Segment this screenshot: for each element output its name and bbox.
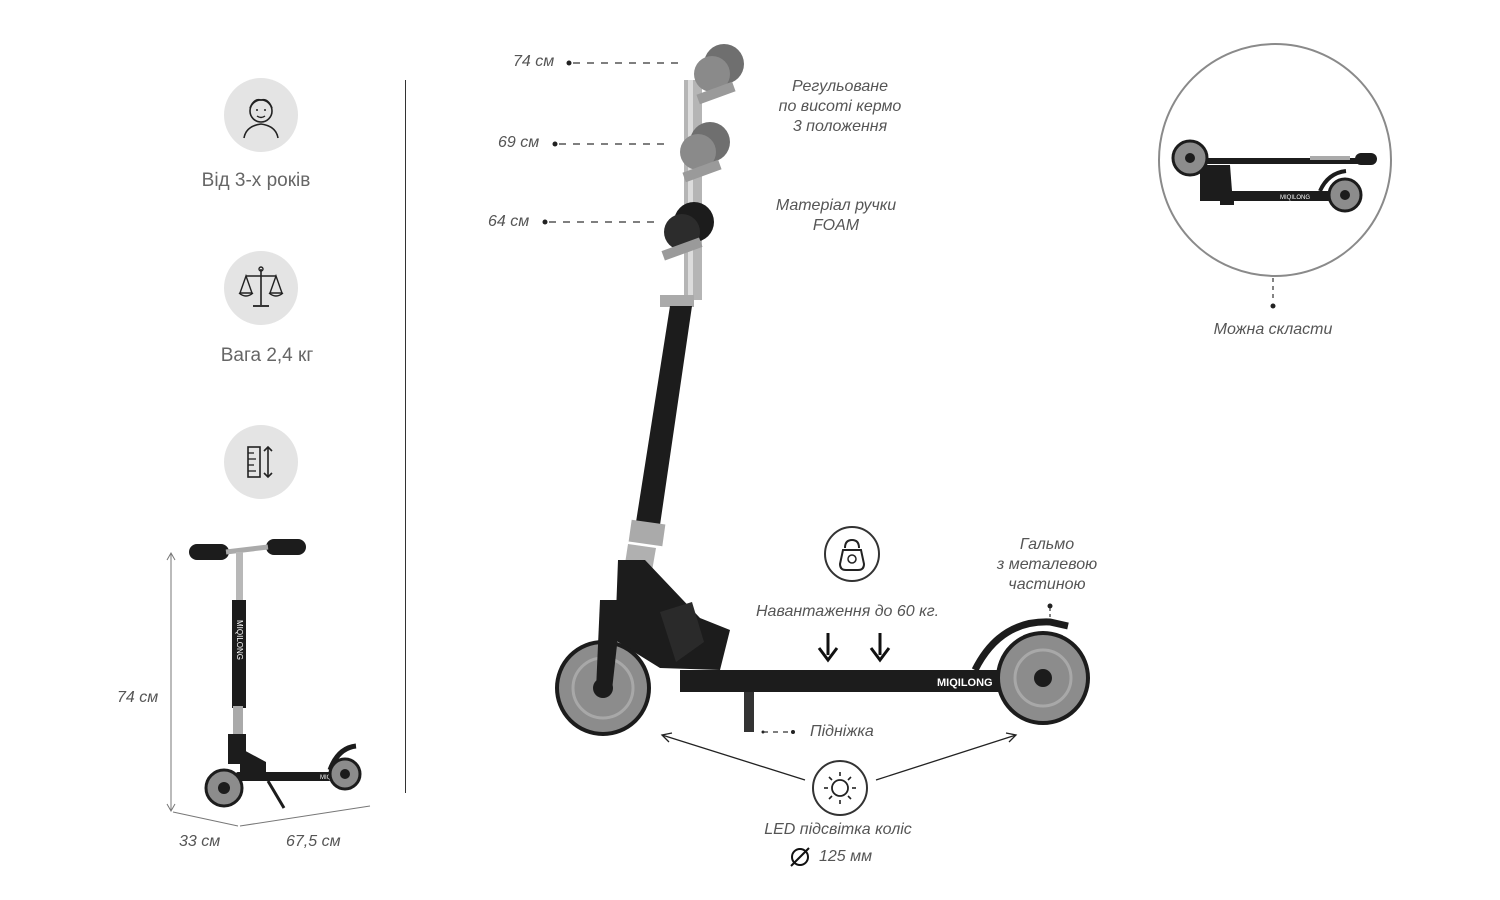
column-divider: [405, 80, 406, 793]
handlebar-position-low: 64 см: [488, 213, 530, 230]
folded-deck-brand: MIQILONG: [1280, 195, 1310, 201]
led-icon-circle: [812, 760, 868, 816]
load-capacity-label: Навантаження до 60 кг.: [756, 603, 940, 620]
adjustable-handlebar-note: Регульоване по висоті кермо 3 положення: [778, 78, 902, 135]
load-arrow-right: [869, 633, 891, 663]
folded-view-circle: MIQILONG: [1158, 43, 1392, 277]
small-height-dimension: 74 см: [117, 689, 159, 706]
svg-text:MIQILONG: MIQILONG: [235, 620, 244, 660]
child-face-icon: [243, 98, 279, 139]
wheel-diameter-row: 125 мм: [788, 845, 872, 869]
kettlebell-icon: [838, 538, 866, 571]
grip-material-note: Матеріал ручки FOAM: [775, 197, 897, 234]
kickstand-label: Підніжка: [810, 723, 874, 740]
height-measure-icon: [247, 445, 273, 479]
deck-brand-mark: MIQILONG: [937, 677, 993, 689]
foldable-label: Можна скласти: [1213, 321, 1333, 338]
age-label: Від 3-х років: [201, 170, 311, 191]
folded-scooter-illustration: MIQILONG: [1171, 139, 1377, 213]
handlebar-position-mid: 69 см: [498, 134, 540, 151]
load-arrow-left: [817, 633, 839, 663]
age-icon-circle: [224, 78, 298, 152]
scales-icon: [238, 266, 284, 307]
sun-led-icon: [824, 772, 856, 804]
small-length-dimension: 67,5 см: [286, 833, 341, 850]
size-icon-circle: [224, 425, 298, 499]
small-width-dimension: 33 см: [179, 833, 221, 850]
weight-label: Вага 2,4 кг: [220, 345, 314, 366]
led-wheels-label: LED підсвітка коліс: [764, 821, 912, 838]
weight-icon-circle: [224, 251, 298, 325]
diameter-icon: [790, 847, 810, 867]
handlebar-position-high: 74 см: [513, 53, 555, 70]
load-icon-circle: [824, 526, 880, 582]
wheel-diameter-label: 125 мм: [819, 848, 873, 865]
brake-note: Гальмо з металевою частиною: [996, 536, 1098, 593]
